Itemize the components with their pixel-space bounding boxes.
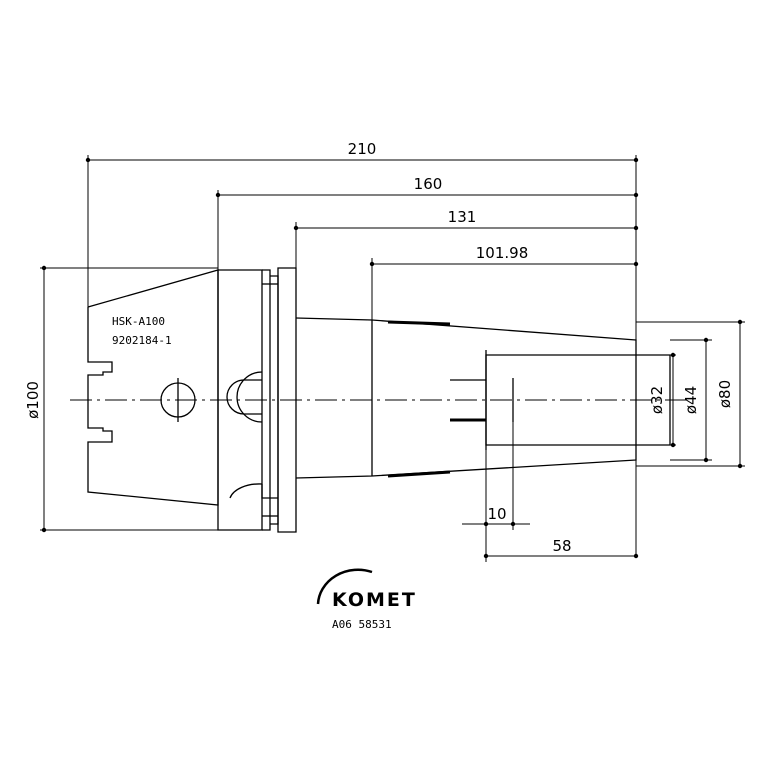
drive-slot-arc [236,371,263,423]
logo-swoosh [316,568,373,605]
heavy-bottom [387,470,451,478]
flange-groove-left [262,269,271,531]
dim-131-label: 131 [448,208,477,226]
dim-44-label: ø44 [682,386,700,414]
article-number: A06 58531 [332,618,392,631]
drive-slot-inner [226,379,262,415]
logo-text: KOMET [332,589,417,611]
interface-label: HSK-A100 [112,315,165,328]
flange-collar [277,267,297,533]
hsk-shank-outline [87,269,219,506]
dim-101-label: 101.98 [476,244,529,262]
dim-58-label: 58 [552,537,571,555]
heavy-top [387,320,451,326]
dim-210-label: 210 [348,140,377,158]
dim-160-label: 160 [414,175,443,193]
komet-logo: KOMET [316,568,417,611]
flange-lower-arc [229,483,263,499]
part-number-label: 9202184-1 [112,334,172,347]
dimension-lines [40,155,745,562]
dim-80-label: ø80 [716,380,734,408]
flange-lower-step [261,484,278,499]
dim-100-label: ø100 [24,381,42,419]
dim-10-label: 10 [487,505,506,523]
heavy-strokes [387,320,486,478]
dim-32-label: ø32 [648,386,666,414]
